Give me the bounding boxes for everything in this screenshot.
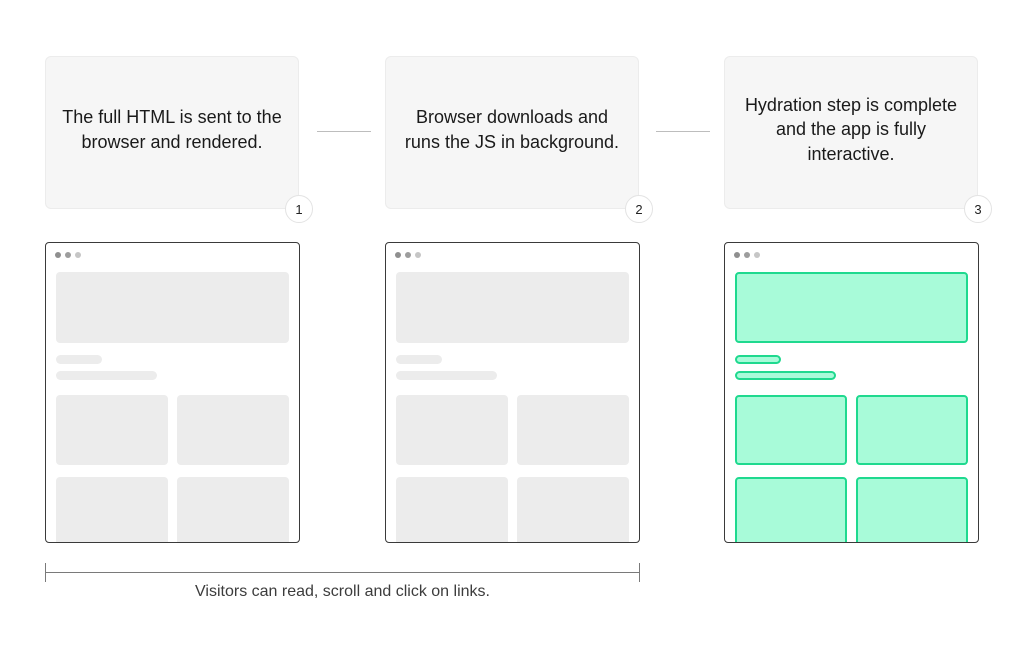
tile-block-interactive [735,395,847,465]
heading-block-interactive [735,355,781,364]
step-3-number-badge: 3 [964,195,992,223]
tile-block-interactive [735,477,847,542]
step-3-text: Hydration step is complete and the app i… [744,94,958,164]
step-2-text: Browser downloads and runs the JS in bac… [404,107,620,152]
window-dot-icon [744,252,750,258]
heading-placeholder [396,355,442,364]
text-line-placeholder [396,371,497,380]
text-line-placeholder [56,371,157,380]
window-dot-icon [405,252,411,258]
step-2-number-badge: 2 [625,195,653,223]
tile-placeholder [517,395,629,465]
connector-line-1-2 [317,131,371,132]
browser-mockup-1 [45,242,300,543]
window-dot-icon [55,252,61,258]
hero-block-interactive [735,272,968,343]
window-dot-icon [395,252,401,258]
step-card-1: The full HTML is sent to the browser and… [45,56,299,209]
step-card-3: Hydration step is complete and the app i… [724,56,978,209]
tile-placeholder [177,477,289,542]
tile-block-interactive [856,477,968,542]
window-dot-icon [734,252,740,258]
bracket-right-tick [639,563,640,582]
heading-placeholder [56,355,102,364]
tile-placeholder [56,395,168,465]
window-controls [55,252,81,258]
window-controls [395,252,421,258]
hero-placeholder [56,272,289,343]
bracket-caption: Visitors can read, scroll and click on l… [195,583,490,600]
text-line-block-interactive [735,371,836,380]
span-bracket [45,563,640,583]
tile-placeholder [396,477,508,542]
connector-line-2-3 [656,131,710,132]
tile-placeholder [177,395,289,465]
window-dot-icon [65,252,71,258]
hero-placeholder [396,272,629,343]
bracket-bar [45,572,640,573]
window-controls [734,252,760,258]
step-card-2: Browser downloads and runs the JS in bac… [385,56,639,209]
window-dot-icon [75,252,81,258]
tile-placeholder [56,477,168,542]
window-dot-icon [754,252,760,258]
tile-placeholder [396,395,508,465]
tile-placeholder [517,477,629,542]
step-1-number-badge: 1 [285,195,313,223]
window-dot-icon [415,252,421,258]
browser-mockup-3-hydrated [724,242,979,543]
browser-mockup-2 [385,242,640,543]
tile-block-interactive [856,395,968,465]
step-1-text: The full HTML is sent to the browser and… [62,107,282,152]
